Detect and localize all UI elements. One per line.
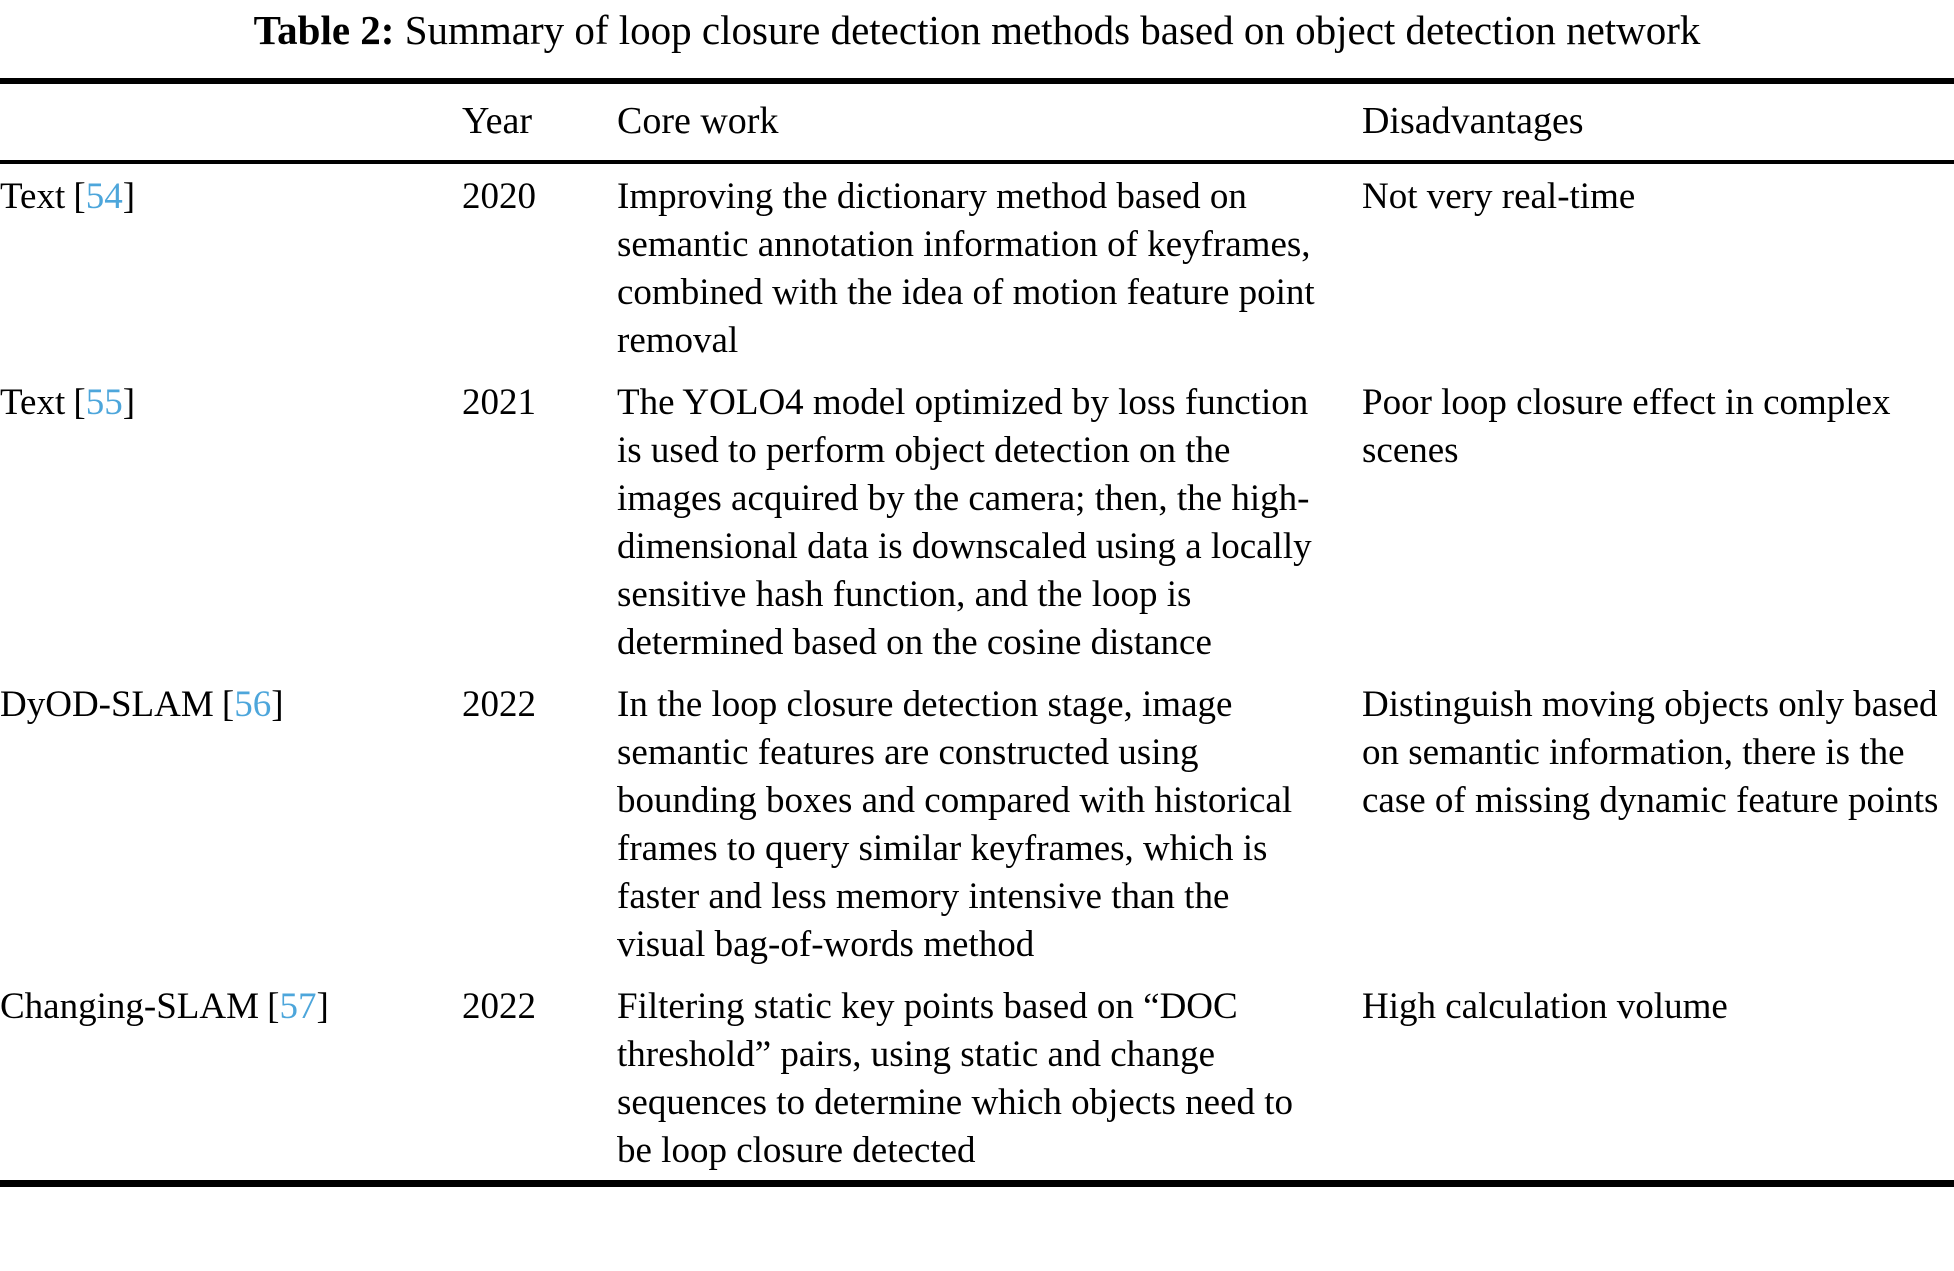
year-cell: 2022	[462, 684, 536, 725]
method-cell: Text[55]	[0, 370, 462, 672]
citation-bracket-close: ]	[122, 382, 136, 423]
citation-bracket-close: ]	[316, 986, 329, 1027]
year-cell: 2020	[462, 176, 536, 217]
disadvantages-cell: High calculation volume	[1362, 986, 1728, 1027]
citation-link[interactable]: 57	[279, 986, 317, 1027]
method-name: DyOD-SLAM	[0, 684, 214, 725]
citation-link[interactable]: 54	[85, 176, 123, 217]
table-caption-text: Summary of loop closure detection method…	[394, 7, 1701, 53]
citation-bracket-open: [	[73, 382, 86, 423]
method-cell: DyOD-SLAM[56]	[0, 672, 462, 974]
header-disadvantages: Disadvantages	[1362, 81, 1954, 164]
loop-closure-methods-table: Year Core work Disadvantages Text[54] 20…	[0, 78, 1954, 1187]
table-row: Text[54] 2020 Improving the dictionary m…	[0, 162, 1954, 370]
disadvantages-cell: Not very real-time	[1362, 176, 1636, 217]
citation-group: [55]	[73, 382, 135, 423]
citation-bracket-close: ]	[271, 684, 284, 725]
table-caption: Table 2: Summary of loop closure detecti…	[0, 0, 1954, 56]
header-core-work: Core work	[617, 81, 1362, 164]
table-row: DyOD-SLAM[56] 2022 In the loop closure d…	[0, 672, 1954, 974]
method-name: Text	[0, 176, 66, 217]
core-work-cell: In the loop closure detection stage, ima…	[617, 684, 1293, 965]
header-row: Year Core work Disadvantages	[0, 81, 1954, 164]
table-row: Text[55] 2021 The YOLO4 model optimized …	[0, 370, 1954, 672]
citation-bracket-open: [	[73, 176, 86, 217]
year-cell: 2021	[462, 382, 536, 423]
method-name: Changing-SLAM	[0, 986, 259, 1027]
method-cell: Text[54]	[0, 162, 462, 370]
citation-group: [56]	[222, 684, 284, 725]
header-method	[0, 81, 462, 164]
citation-link[interactable]: 56	[234, 684, 272, 725]
disadvantages-cell: Poor loop closure effect in complex scen…	[1362, 382, 1891, 471]
core-work-cell: The YOLO4 model optimized by loss functi…	[617, 382, 1312, 663]
citation-group: [54]	[73, 176, 135, 217]
header-year: Year	[462, 81, 617, 164]
citation-bracket-close: ]	[122, 176, 136, 217]
method-cell: Changing-SLAM[57]	[0, 974, 462, 1184]
core-work-cell: Improving the dictionary method based on…	[617, 176, 1315, 361]
citation-bracket-open: [	[267, 986, 280, 1027]
citation-bracket-open: [	[221, 684, 235, 725]
table-caption-label: Table 2:	[253, 7, 395, 53]
method-name: Text	[0, 382, 66, 423]
disadvantages-cell: Distinguish moving objects only based on…	[1362, 684, 1939, 821]
core-work-cell: Filtering static key points based on “DO…	[617, 986, 1294, 1171]
citation-group: [57]	[267, 986, 329, 1027]
year-cell: 2022	[462, 986, 536, 1027]
citation-link[interactable]: 55	[85, 382, 123, 423]
table-row: Changing-SLAM[57] 2022 Filtering static …	[0, 974, 1954, 1184]
